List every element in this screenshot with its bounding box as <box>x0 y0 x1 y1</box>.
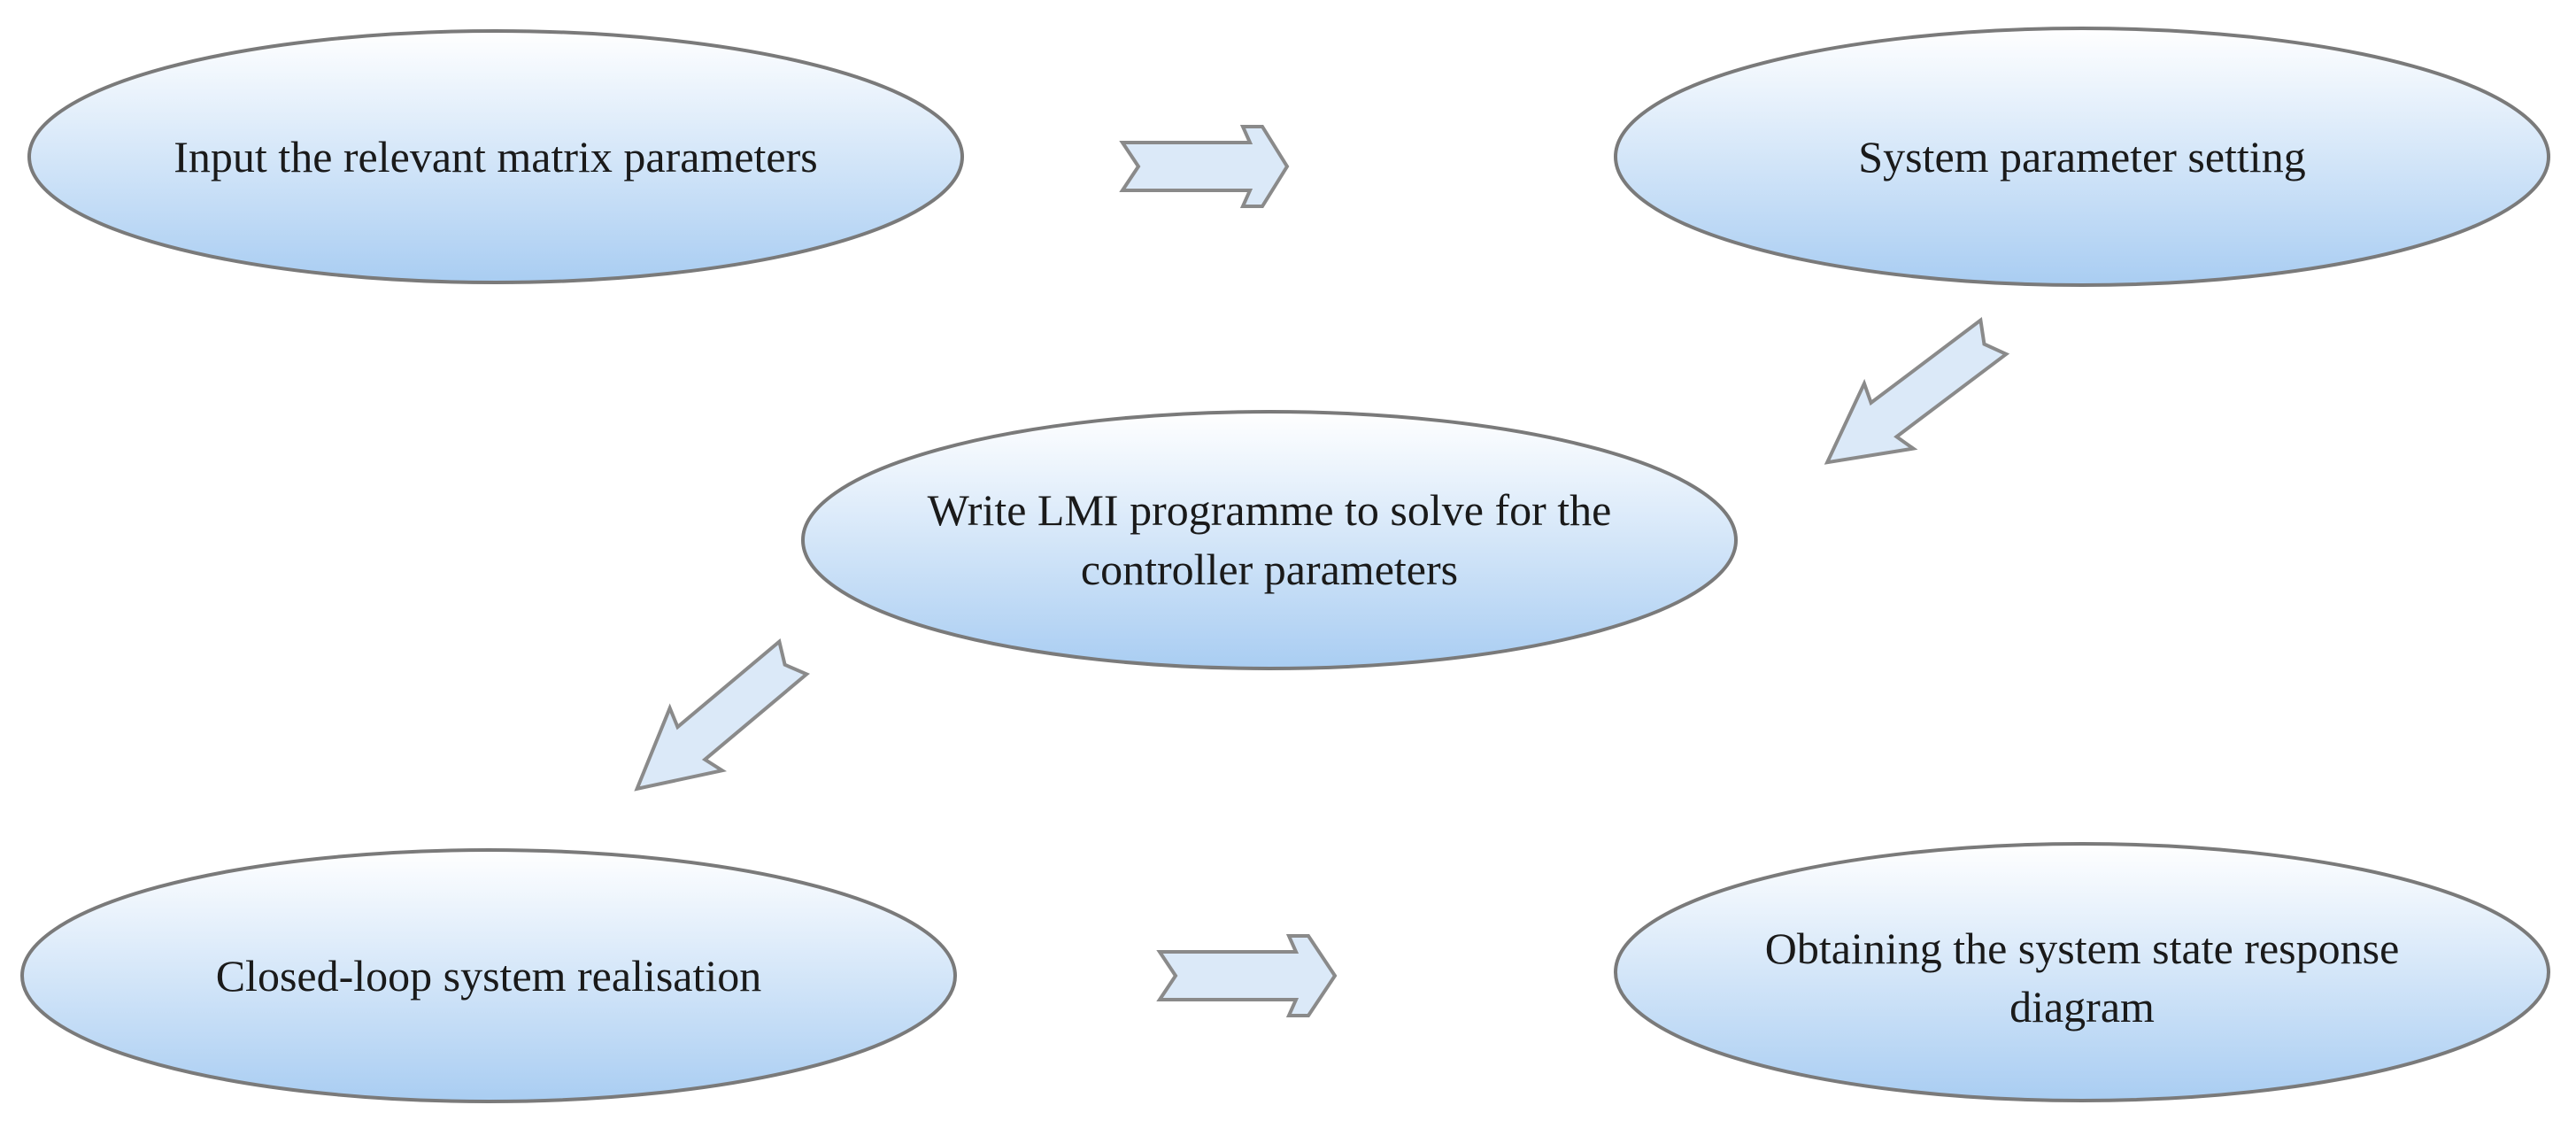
arrow-input-to-system <box>1119 125 1290 208</box>
node-system-param: System parameter setting <box>1614 27 2550 287</box>
node-obtain-response-label-line2: diagram <box>2009 982 2155 1032</box>
arrow-closed-to-obtain <box>1156 934 1338 1017</box>
node-write-lmi-label-line2: controller parameters <box>1081 545 1458 594</box>
node-input-matrix: Input the relevant matrix parameters <box>27 29 964 284</box>
arrow-lmi-to-closed <box>634 638 810 792</box>
node-system-param-label: System parameter setting <box>1858 132 2305 182</box>
node-write-lmi: Write LMI programme to solve for the con… <box>801 410 1738 670</box>
node-closed-loop: Closed-loop system realisation <box>20 848 957 1103</box>
node-obtain-response-label-line1: Obtaining the system state response <box>1765 923 2400 973</box>
node-obtain-response: Obtaining the system state response diag… <box>1614 842 2550 1102</box>
arrow-system-to-lmi <box>1824 317 2010 465</box>
node-input-matrix-label: Input the relevant matrix parameters <box>174 132 817 182</box>
node-write-lmi-label-line1: Write LMI programme to solve for the <box>928 485 1612 535</box>
node-closed-loop-label: Closed-loop system realisation <box>216 951 762 1001</box>
